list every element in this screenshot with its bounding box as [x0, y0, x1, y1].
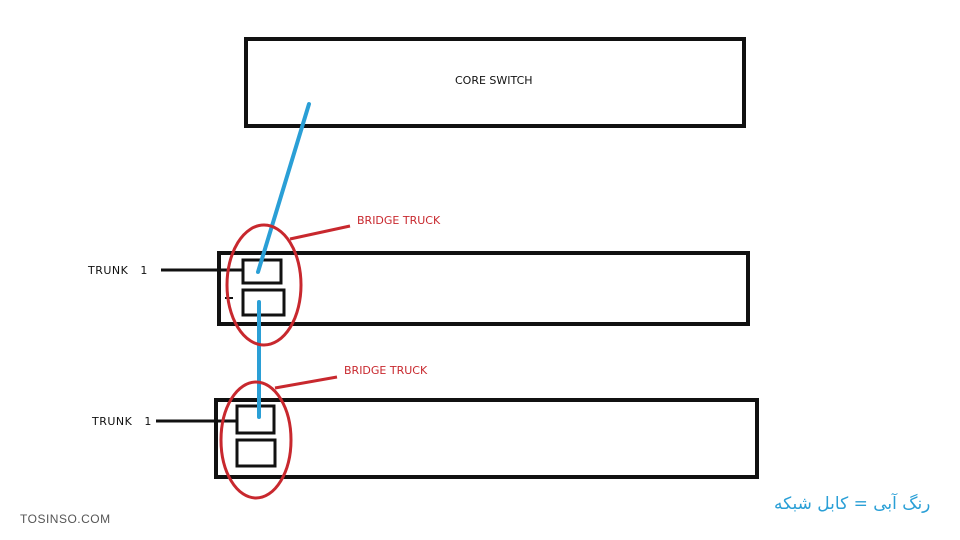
bridge-1-pointer [289, 224, 351, 241]
watermark-text: TOSINSO.COM [20, 512, 111, 526]
access-switch-2-box [214, 398, 759, 479]
legend-text: رنگ آبی = کابل شبکه [774, 494, 931, 514]
switch-1-port-2 [241, 288, 286, 317]
access-switch-1-box [217, 251, 750, 326]
bridge-2-pointer [274, 375, 338, 390]
trunk-2-label: TRUNK 1 [92, 415, 152, 428]
bridge-2-ellipse [219, 380, 293, 500]
trunk-2-number: 1 [144, 415, 152, 428]
trunk-1-label: TRUNK 1 [88, 264, 148, 277]
trunk-2-text: TRUNK [92, 415, 133, 428]
trunk-1-number: 1 [140, 264, 148, 277]
cable-core-to-switch-1 [256, 102, 311, 274]
switch-2-port-2 [235, 438, 277, 468]
bridge-2-label: BRIDGE TRUCK [344, 364, 428, 377]
core-switch-box [244, 37, 746, 128]
switch-2-port-1 [235, 404, 276, 435]
bridge-1-label: BRIDGE TRUCK [357, 214, 441, 227]
trunk-1-text: TRUNK [88, 264, 129, 277]
core-switch-label: CORE SWITCH [455, 74, 533, 87]
bridge-1-ellipse [225, 223, 303, 347]
